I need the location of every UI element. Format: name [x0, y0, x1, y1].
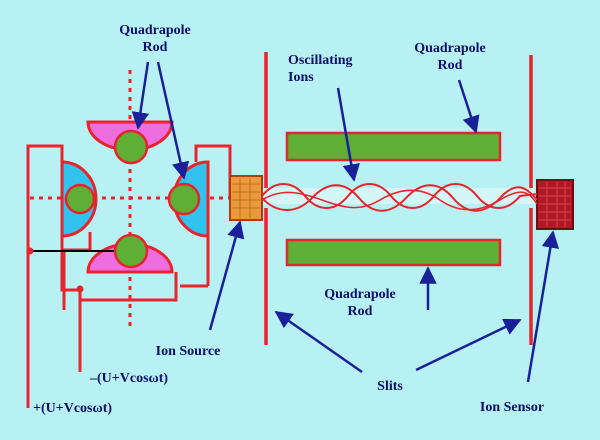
label-quad-rod-top-line1: Quadrapole	[414, 41, 486, 56]
wire-junction-left	[26, 247, 34, 255]
arrow-slit-right	[415, 318, 522, 372]
ion-source-block	[229, 175, 263, 221]
ion-path-1	[261, 183, 538, 209]
label-quad-rod-left-line1: Quadrapole	[119, 23, 191, 38]
ion-path-2	[261, 184, 538, 212]
arrow-ion-source	[208, 220, 245, 331]
arrow-quad-rod-left-right	[156, 61, 190, 180]
label-quad-rod-top-line2: Rod	[438, 58, 463, 73]
side-rod-top	[285, 131, 502, 162]
wire-minus-bottom	[60, 236, 178, 302]
rod-right	[167, 182, 201, 216]
label-voltage-plus: +(U+Vcosωt)	[33, 401, 112, 416]
label-ion-sensor: Ion Sensor	[480, 400, 544, 415]
label-oscillating-line2: Ions	[288, 70, 314, 85]
rod-top	[113, 129, 149, 165]
arrow-quad-rod-left-top	[131, 61, 150, 130]
arrow-quad-rod-top	[457, 79, 480, 134]
label-ion-source: Ion Source	[156, 344, 221, 359]
rod-bottom	[113, 233, 149, 269]
ion-source-texture	[232, 178, 260, 218]
wire-junction-right	[76, 285, 84, 293]
arrow-slit-left	[274, 310, 363, 374]
label-quad-rod-bottom-line2: Rod	[348, 304, 373, 319]
ion-path-3	[261, 189, 538, 211]
ion-beam-glow	[262, 188, 534, 204]
rod-left	[64, 183, 96, 215]
wire-plus-right	[194, 144, 232, 198]
label-voltage-minus: –(U+Vcosωt)	[89, 371, 168, 386]
arrow-ion-sensor	[526, 230, 560, 383]
label-quad-rod-left-line2: Rod	[143, 40, 168, 55]
ion-sensor-texture	[539, 182, 571, 227]
side-rod-bottom	[285, 238, 502, 267]
label-oscillating-line1: Oscillating	[288, 53, 353, 68]
label-slits: Slits	[377, 379, 403, 394]
arrow-oscillating-ions	[336, 87, 360, 182]
label-quad-rod-bottom-line1: Quadrapole	[324, 287, 396, 302]
